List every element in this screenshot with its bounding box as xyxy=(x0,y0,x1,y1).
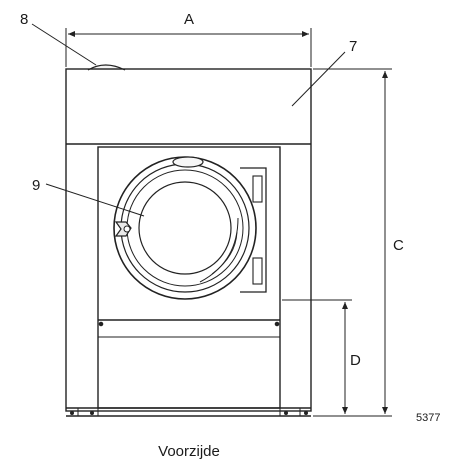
leader-9 xyxy=(45,183,145,217)
label-dim-c: C xyxy=(393,237,404,254)
leader-8 xyxy=(31,23,97,66)
callout-9: 9 xyxy=(32,177,40,194)
callout-8: 8 xyxy=(20,11,28,28)
door-glass xyxy=(138,181,232,275)
door-assembly xyxy=(113,156,267,300)
label-dim-d: D xyxy=(350,352,361,369)
leader-7 xyxy=(291,51,346,107)
outer-frame xyxy=(65,68,312,412)
hinge-frame xyxy=(240,167,267,293)
callout-7: 7 xyxy=(349,38,357,55)
figure-number: 5377 xyxy=(416,412,440,424)
dimensions xyxy=(65,28,392,417)
caption: Voorzijde xyxy=(158,443,220,459)
leaders xyxy=(31,23,346,217)
label-dim-a: A xyxy=(184,11,194,28)
machine-body xyxy=(65,64,312,417)
door-outer-ring xyxy=(113,156,257,300)
door-badge xyxy=(172,156,204,168)
